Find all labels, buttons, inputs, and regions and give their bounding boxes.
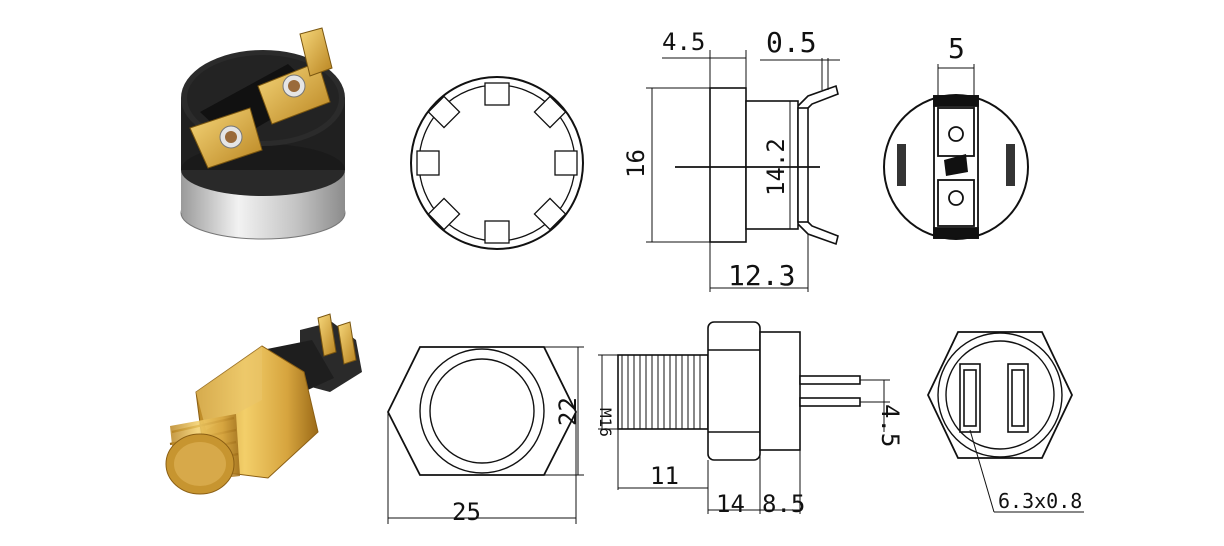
- dim-top-side-width: 4.5: [662, 28, 705, 56]
- dim-top-bottom-width: 5: [948, 32, 965, 65]
- dim-bottom-hex-height: 22: [554, 397, 582, 426]
- dim-bottom-hex-width: 25: [452, 498, 481, 526]
- dim-bottom-pin-spacing: 4.5: [876, 404, 904, 447]
- hex-face-view: 22 25: [386, 346, 584, 526]
- dim-top-inner-height: 14.2: [762, 138, 790, 196]
- dim-bottom-thread: M16: [596, 408, 615, 437]
- dim-bottom-cap-length: 8.5: [762, 490, 805, 518]
- dim-bottom-thread-length: 11: [650, 462, 679, 490]
- thermostat-side-view: 4.5 0.5 16 14.2 12.3: [622, 26, 840, 292]
- thermostat-photo: [180, 27, 346, 240]
- dim-top-height: 16: [622, 149, 650, 178]
- dim-bottom-hex-length: 14: [716, 490, 745, 518]
- brass-sensor-photo: [165, 313, 362, 495]
- hex-terminal-view: 6.3x0.8: [927, 331, 1084, 513]
- dim-top-depth: 12.3: [728, 259, 795, 292]
- threaded-side-view: M16 11 14 8.5 4.5: [596, 321, 904, 518]
- dim-top-terminal-thickness: 0.5: [766, 26, 817, 59]
- thermostat-terminal-view: 5: [883, 32, 1029, 240]
- thermostat-face-view: [410, 76, 584, 250]
- dim-bottom-terminal-size: 6.3x0.8: [998, 489, 1082, 513]
